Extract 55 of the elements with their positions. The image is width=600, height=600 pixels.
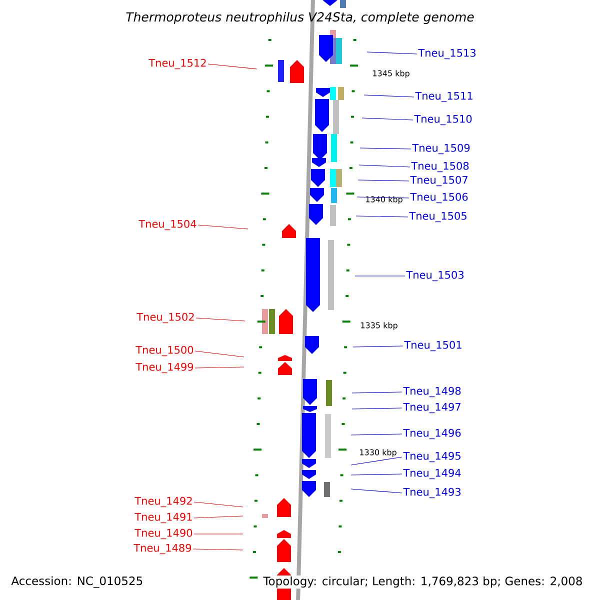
gene-label: Tneu_1498 xyxy=(403,386,461,398)
gene-label: Tneu_1495 xyxy=(403,452,460,462)
gene-label: Tneu_1497 xyxy=(403,402,460,414)
leader-line xyxy=(194,366,244,368)
gene-label: Tneu_1505 xyxy=(409,212,466,222)
leader-line xyxy=(194,502,244,508)
leader-line xyxy=(350,434,402,436)
footer-text: Accession: NC_010525 xyxy=(10,575,144,589)
gene-label: Tneu_1499 xyxy=(136,362,194,374)
leader-line xyxy=(360,148,412,150)
leader-line xyxy=(352,392,402,394)
gene-label: Tneu_1512 xyxy=(148,58,206,70)
gene-label: Tneu_1503 xyxy=(406,270,464,282)
gene-label: Tneu_1489 xyxy=(134,544,192,554)
leader-line xyxy=(358,180,410,182)
tick-label: 1335 kbp xyxy=(361,322,398,330)
tick-label: 1345 kbp xyxy=(373,70,410,78)
leader-line xyxy=(194,350,244,358)
gene-label: Tneu_1493 xyxy=(403,488,460,498)
footer-text: Topology: circular; Length: 1,769,823 bp; Genes: 2,008 xyxy=(262,575,584,589)
gene-label: Tneu_1510 xyxy=(414,114,472,126)
gene-label: Tneu_1502 xyxy=(136,312,194,324)
leader-line xyxy=(356,216,408,218)
leader-line xyxy=(350,488,402,494)
leader-line xyxy=(352,408,402,410)
title: Thermoproteus neutrophilus V24Sta, complete genome xyxy=(126,12,474,24)
gene-label: Tneu_1506 xyxy=(410,192,468,204)
leader-line xyxy=(364,94,414,98)
gene-label: Tneu_1500 xyxy=(136,346,194,356)
leader-line xyxy=(192,548,244,550)
leader-line xyxy=(352,346,404,348)
gene-label: Tneu_1513 xyxy=(418,48,476,60)
gene-label: Tneu_1511 xyxy=(415,92,472,102)
tick-label: 1340 kbp xyxy=(366,196,402,204)
gene-label: Tneu_1507 xyxy=(410,176,468,186)
leader-line xyxy=(350,474,402,476)
gene-label: Tneu_1501 xyxy=(404,340,462,352)
gene-label: Tneu_1490 xyxy=(134,528,192,540)
leader-line xyxy=(356,196,410,198)
leader-line xyxy=(196,318,246,322)
leader-line xyxy=(350,456,402,466)
gene-label: Tneu_1496 xyxy=(403,428,461,440)
leader-line xyxy=(198,224,248,230)
leader-line xyxy=(362,118,414,120)
gene-label: Tneu_1491 xyxy=(134,512,192,524)
gene-label: Tneu_1508 xyxy=(411,162,469,172)
gene-label: Tneu_1504 xyxy=(138,220,196,230)
gene-label: Tneu_1494 xyxy=(403,468,461,480)
leader-line xyxy=(366,52,418,54)
leader-line xyxy=(208,64,258,70)
gene-label: Tneu_1492 xyxy=(134,496,192,508)
leader-line xyxy=(358,164,410,168)
gene-label: Tneu_1509 xyxy=(412,144,470,154)
leader-line xyxy=(194,516,244,518)
tick-label: 1330 kbp xyxy=(360,449,396,457)
